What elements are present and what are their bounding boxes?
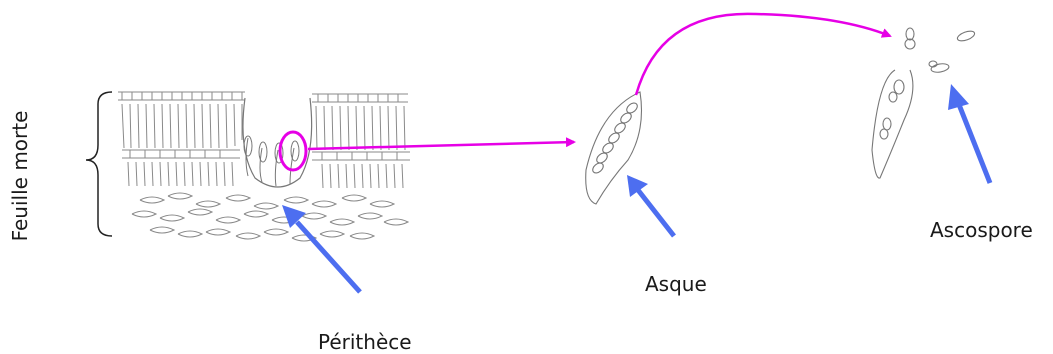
label-ascus: Asque bbox=[645, 272, 707, 296]
pointer-arrow-ascospore bbox=[948, 84, 990, 183]
label-perithecium: Périthèce bbox=[318, 330, 412, 354]
label-leaf: Feuille morte bbox=[8, 111, 32, 242]
label-ascospore: Ascospore bbox=[930, 218, 1033, 242]
arrow-to-ascus bbox=[308, 142, 574, 149]
asci-in-perithecium bbox=[244, 136, 299, 186]
arrow-to-ascospore bbox=[636, 14, 890, 95]
pointer-arrow-ascus bbox=[627, 175, 674, 236]
leaf-brace bbox=[86, 92, 112, 236]
leaf-cross-section bbox=[118, 92, 410, 241]
